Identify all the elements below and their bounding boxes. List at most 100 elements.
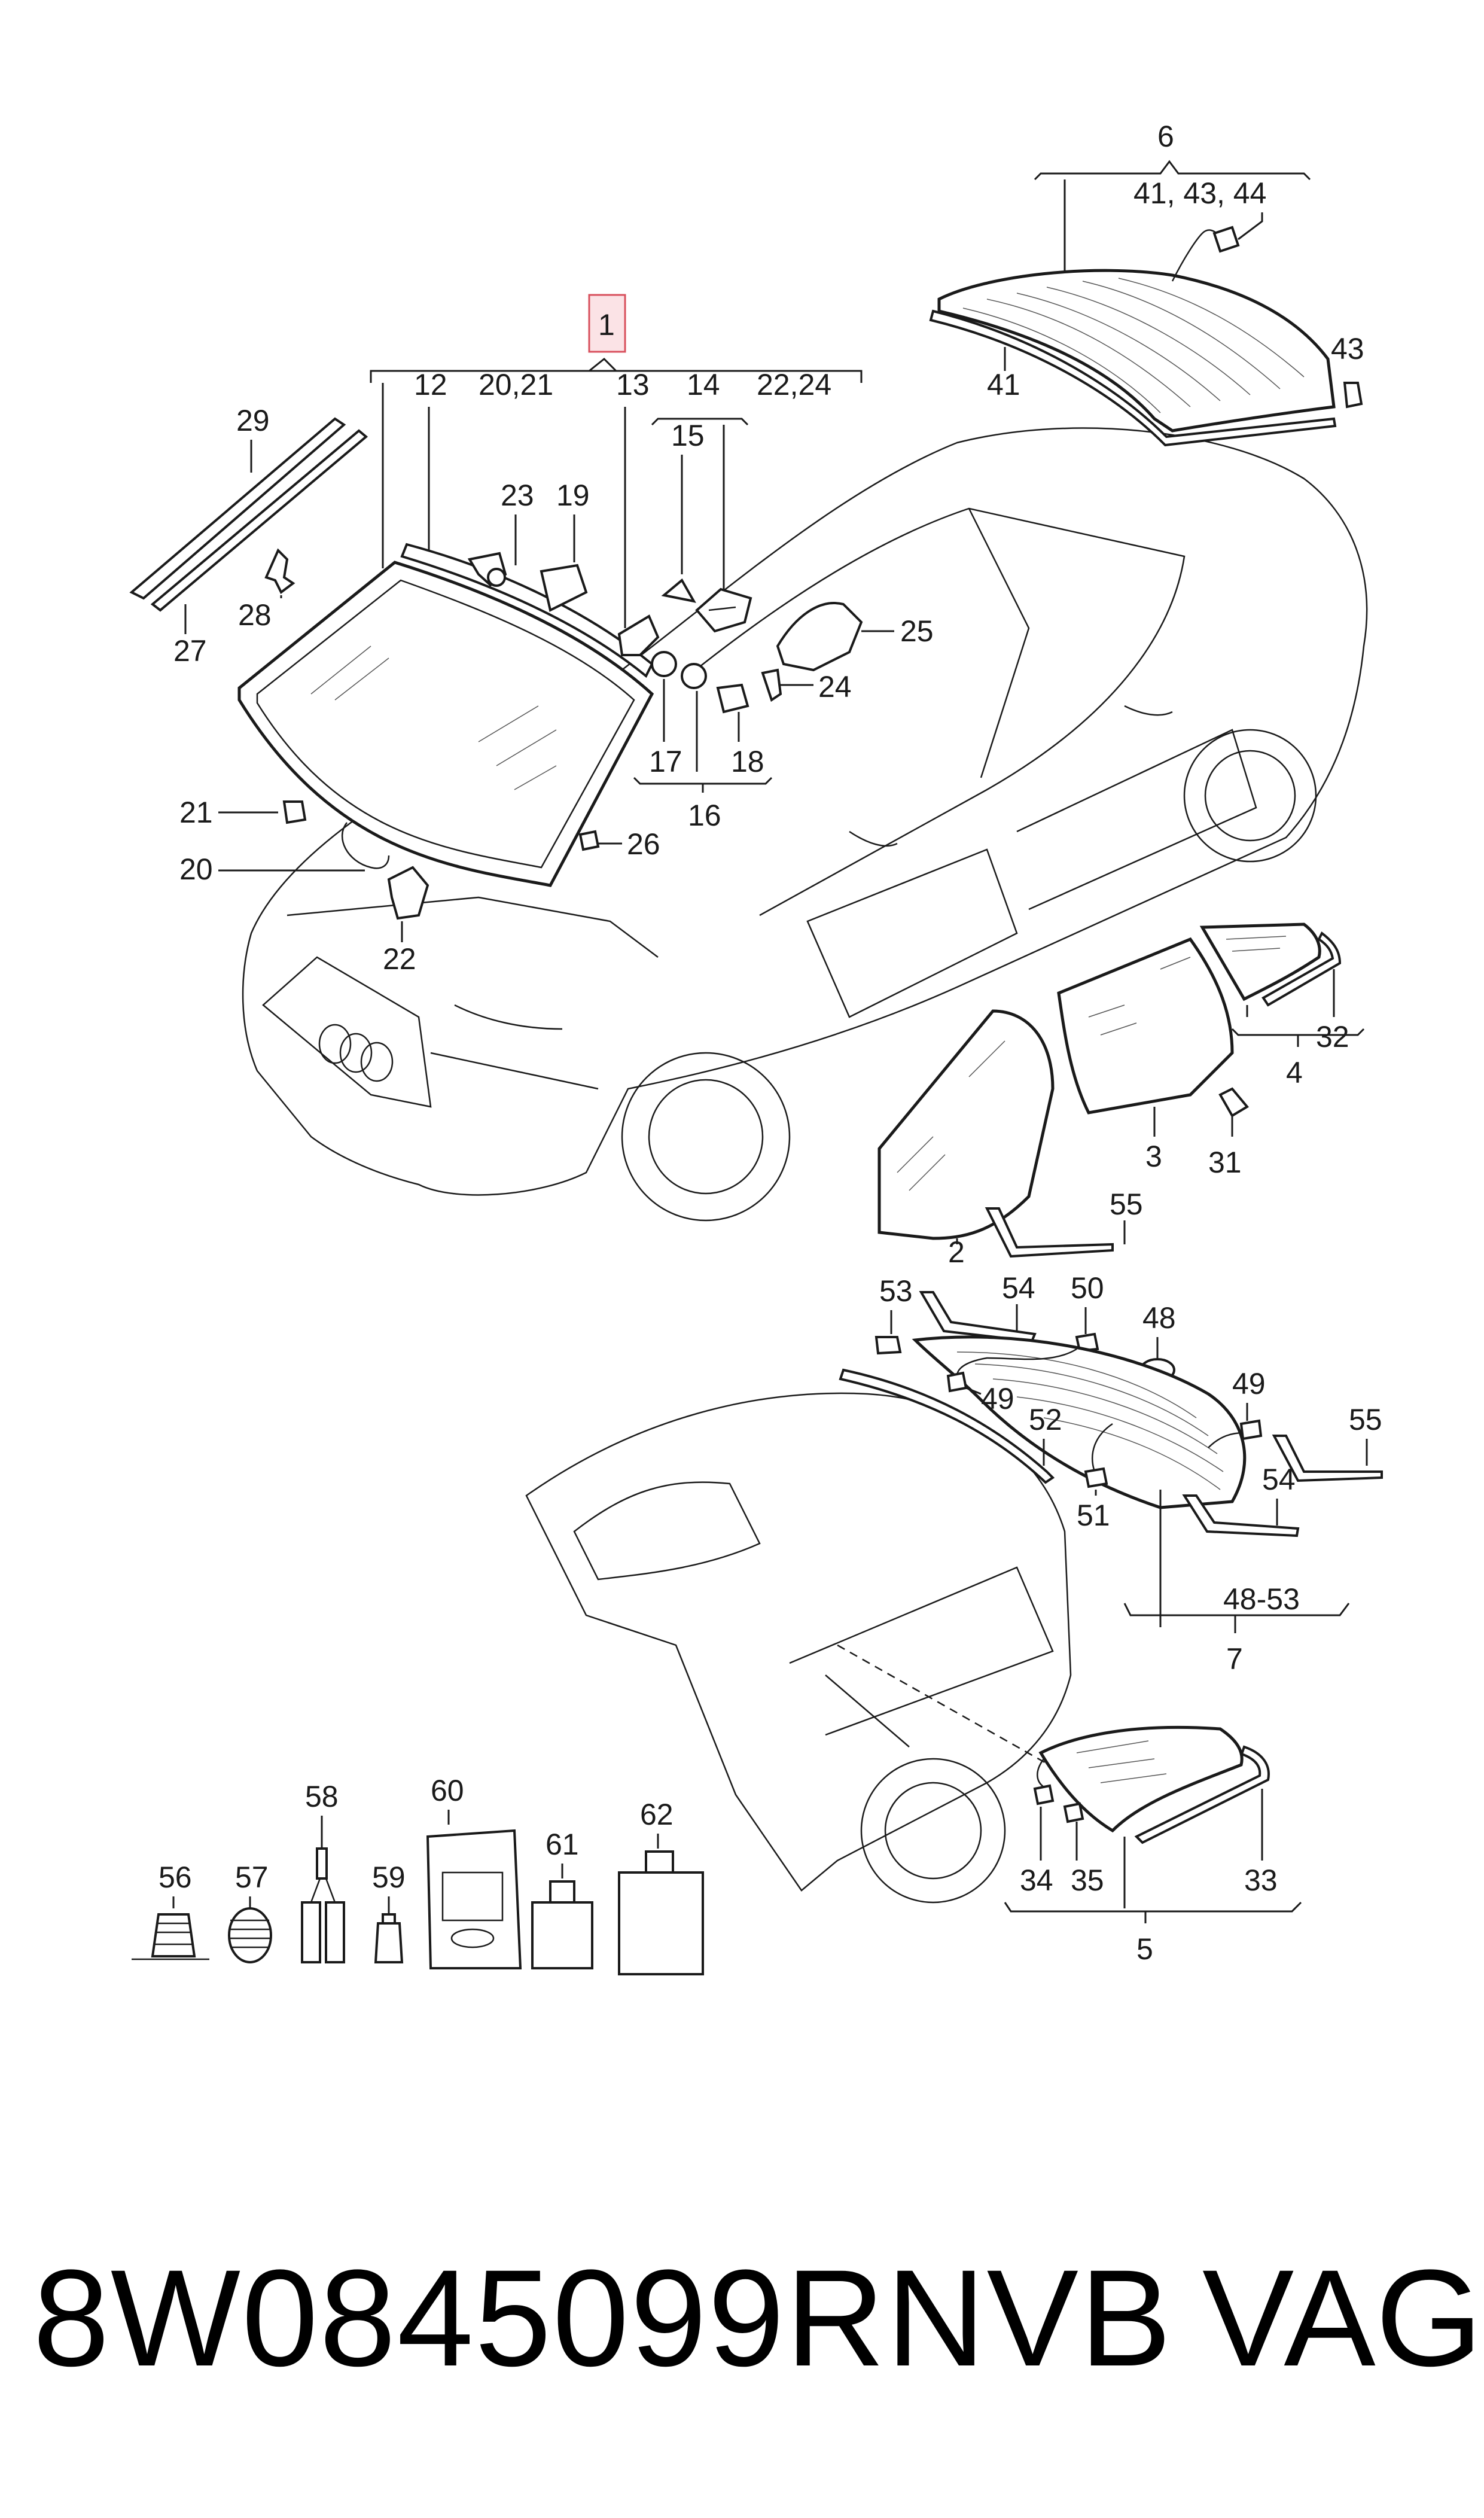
brand-label: VAG (1202, 2241, 1483, 2395)
connector-49a (946, 1371, 968, 1393)
callout-16[interactable]: 16 (688, 799, 721, 832)
callout-41-43-44[interactable]: 41, 43, 44 (1133, 176, 1266, 210)
callout-22-24[interactable]: 22,24 (757, 368, 831, 401)
consumables-group: 56 57 58 59 60 61 62 (132, 1774, 704, 1975)
bolt-31 (1218, 1087, 1250, 1118)
callout-43[interactable]: 43 (1331, 332, 1364, 366)
cable-20 (341, 822, 390, 869)
quarter-glass-5 (1038, 1725, 1244, 1833)
callout-48-53[interactable]: 48-53 (1223, 1582, 1300, 1616)
callout-17[interactable]: 17 (649, 745, 682, 778)
callout-23[interactable]: 23 (501, 479, 534, 512)
callout-26[interactable]: 26 (627, 827, 660, 861)
callout-1-highlight (588, 294, 626, 353)
callout-19[interactable]: 19 (556, 479, 590, 512)
callout-41[interactable]: 41 (987, 368, 1020, 401)
callout-27[interactable]: 27 (173, 634, 207, 668)
clip-43 (1343, 382, 1363, 409)
connector-44 (1212, 226, 1240, 253)
callout-4[interactable]: 4 (1286, 1056, 1303, 1089)
callout-49b[interactable]: 49 (1232, 1367, 1266, 1400)
callout-55b[interactable]: 55 (1349, 1403, 1382, 1436)
callout-2[interactable]: 2 (948, 1235, 965, 1269)
callout-3[interactable]: 3 (1145, 1140, 1162, 1173)
callout-54a[interactable]: 54 (1002, 1271, 1035, 1305)
callout-14[interactable]: 14 (687, 368, 720, 401)
callout-12[interactable]: 12 (414, 368, 447, 401)
callout-51[interactable]: 51 (1077, 1499, 1110, 1532)
repair-kit-60 (426, 1829, 522, 1969)
callout-56[interactable]: 56 (159, 1861, 192, 1894)
connector-50 (1075, 1332, 1099, 1353)
callout-7[interactable]: 7 (1226, 1642, 1243, 1676)
callout-35[interactable]: 35 (1071, 1864, 1104, 1897)
bead-roll-56 (151, 1913, 196, 1957)
sedan-outline (242, 427, 1368, 1222)
callout-55a[interactable]: 55 (1110, 1188, 1143, 1221)
callout-34[interactable]: 34 (1020, 1864, 1053, 1897)
callout-48[interactable]: 48 (1142, 1301, 1176, 1335)
callout-13[interactable]: 13 (616, 368, 650, 401)
callout-49a[interactable]: 49 (981, 1382, 1014, 1415)
part-17b (681, 663, 707, 689)
cover-19 (540, 564, 588, 612)
callout-20[interactable]: 20 (179, 852, 213, 886)
connector-35 (1063, 1802, 1084, 1823)
bottle-61 (531, 1901, 593, 1969)
callout-32[interactable]: 32 (1316, 1020, 1349, 1054)
callout-61[interactable]: 61 (546, 1828, 579, 1861)
cable-49a (956, 1348, 1077, 1377)
cover-15 (661, 578, 696, 603)
callout-20-21[interactable]: 20,21 (479, 368, 553, 401)
clip-53 (874, 1336, 902, 1355)
callout-59[interactable]: 59 (372, 1861, 406, 1894)
cartridge-58a (301, 1901, 321, 1963)
connector-34 (1033, 1784, 1055, 1805)
callout-31[interactable]: 31 (1208, 1146, 1242, 1179)
part-18 (716, 683, 749, 714)
callout-50[interactable]: 50 (1071, 1271, 1104, 1305)
callout-21[interactable]: 21 (179, 796, 213, 829)
seal-52 (839, 1368, 1055, 1484)
trim-55a (985, 1207, 1114, 1258)
callout-15[interactable]: 15 (671, 419, 705, 452)
callout-62[interactable]: 62 (640, 1798, 674, 1831)
callout-24[interactable]: 24 (818, 670, 852, 704)
part-17 (651, 651, 677, 677)
windshield-group: 1 12 20,21 13 14 22,24 15 29 27 28 23 19 (129, 294, 934, 976)
heater-cable-44 (1171, 229, 1221, 282)
clip-28 (264, 548, 295, 595)
connector-49b (1239, 1419, 1263, 1441)
cable-51 (1092, 1423, 1113, 1472)
rear-window-glass (937, 269, 1336, 433)
quarter-glass-5-group: 34 35 33 5 (1004, 1725, 1302, 1966)
trim-54a (919, 1291, 1037, 1343)
callout-53[interactable]: 53 (879, 1274, 913, 1308)
callout-29[interactable]: 29 (236, 404, 270, 437)
callout-6[interactable]: 6 (1157, 120, 1174, 153)
callout-60[interactable]: 60 (431, 1774, 464, 1807)
seal-32 (1261, 931, 1342, 1007)
part-number-label: 8W0845099RNVB (33, 2241, 1173, 2395)
callout-1[interactable]: 1 (598, 308, 615, 342)
primer-bottle-59 (374, 1922, 404, 1963)
callout-57[interactable]: 57 (235, 1861, 269, 1894)
callout-18[interactable]: 18 (731, 745, 764, 778)
callout-25[interactable]: 25 (900, 614, 934, 648)
cord-roll-57 (228, 1907, 272, 1963)
callout-33[interactable]: 33 (1244, 1864, 1278, 1897)
seal-33 (1134, 1745, 1270, 1844)
trim-54b (1182, 1494, 1300, 1537)
callout-58[interactable]: 58 (305, 1780, 339, 1813)
callout-54b[interactable]: 54 (1262, 1463, 1296, 1496)
tailgate-glass-group: 55 53 54 50 48 49 52 51 49 55 (839, 1188, 1383, 1676)
callout-5[interactable]: 5 (1136, 1932, 1153, 1966)
cable-34 (1037, 1758, 1047, 1790)
clip-24 (761, 668, 782, 702)
callout-22[interactable]: 22 (383, 942, 416, 976)
callout-52[interactable]: 52 (1029, 1403, 1062, 1436)
cartridge-58b (325, 1901, 345, 1963)
cover-25 (776, 602, 863, 672)
callout-28[interactable]: 28 (238, 598, 272, 632)
